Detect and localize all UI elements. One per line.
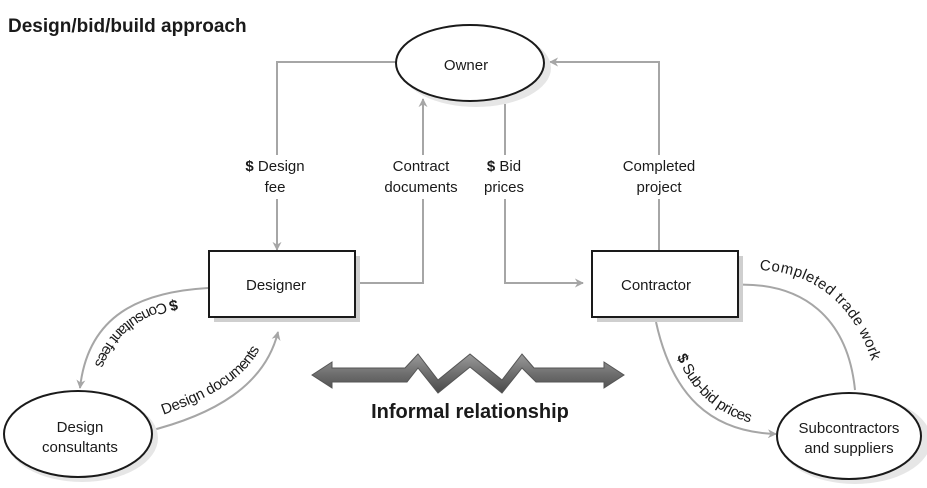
designer-label: Designer bbox=[246, 277, 306, 294]
svg-text:Contract: Contract bbox=[393, 158, 451, 175]
svg-text:project: project bbox=[636, 179, 682, 196]
design-documents-label: Design documents bbox=[159, 343, 263, 419]
contractor-label: Contractor bbox=[621, 277, 691, 294]
svg-text:$ Design: $ Design bbox=[245, 158, 304, 175]
design-consultants-label-line1: Design bbox=[57, 419, 104, 436]
consultant-fees-label: $ Consultant fees bbox=[91, 295, 180, 370]
svg-text:Completed: Completed bbox=[623, 158, 696, 175]
svg-text:documents: documents bbox=[384, 179, 457, 196]
completed-project-label: Completed project bbox=[612, 155, 706, 199]
design-fee-label: $ Design fee bbox=[235, 155, 319, 199]
diagram-title: Design/bid/build approach bbox=[8, 16, 247, 37]
designer-node: Designer bbox=[208, 250, 360, 322]
subcontractors-to-contractor-line bbox=[729, 279, 856, 391]
informal-relationship-arrow bbox=[311, 353, 625, 394]
subcontractors-label-line2: and suppliers bbox=[804, 440, 893, 457]
svg-text:prices: prices bbox=[484, 179, 524, 196]
subcontractors-label-line1: Subcontractors bbox=[799, 420, 900, 437]
owner-label: Owner bbox=[444, 57, 488, 74]
svg-text:fee: fee bbox=[265, 179, 286, 196]
bid-prices-label: $ Bid prices bbox=[478, 155, 534, 199]
completed-trade-work-label: Completed trade work bbox=[759, 257, 884, 363]
designer-to-consultants-line bbox=[76, 287, 209, 389]
consultants-to-designer-line bbox=[144, 331, 281, 433]
contractor-to-subcontractors-line bbox=[655, 321, 777, 439]
informal-relationship-label: Informal relationship bbox=[371, 401, 569, 423]
svg-text:$ Bid: $ Bid bbox=[487, 158, 521, 175]
contractor-node: Contractor bbox=[591, 250, 743, 322]
design-consultants-label-line2: consultants bbox=[42, 439, 118, 456]
sub-bid-prices-label: $ Sub-bid prices bbox=[673, 351, 754, 426]
contract-documents-label: Contract documents bbox=[378, 155, 468, 199]
owner-node: Owner bbox=[395, 24, 551, 107]
design-consultants-node: Design consultants bbox=[3, 390, 158, 482]
subcontractors-node: Subcontractors and suppliers bbox=[776, 392, 927, 484]
